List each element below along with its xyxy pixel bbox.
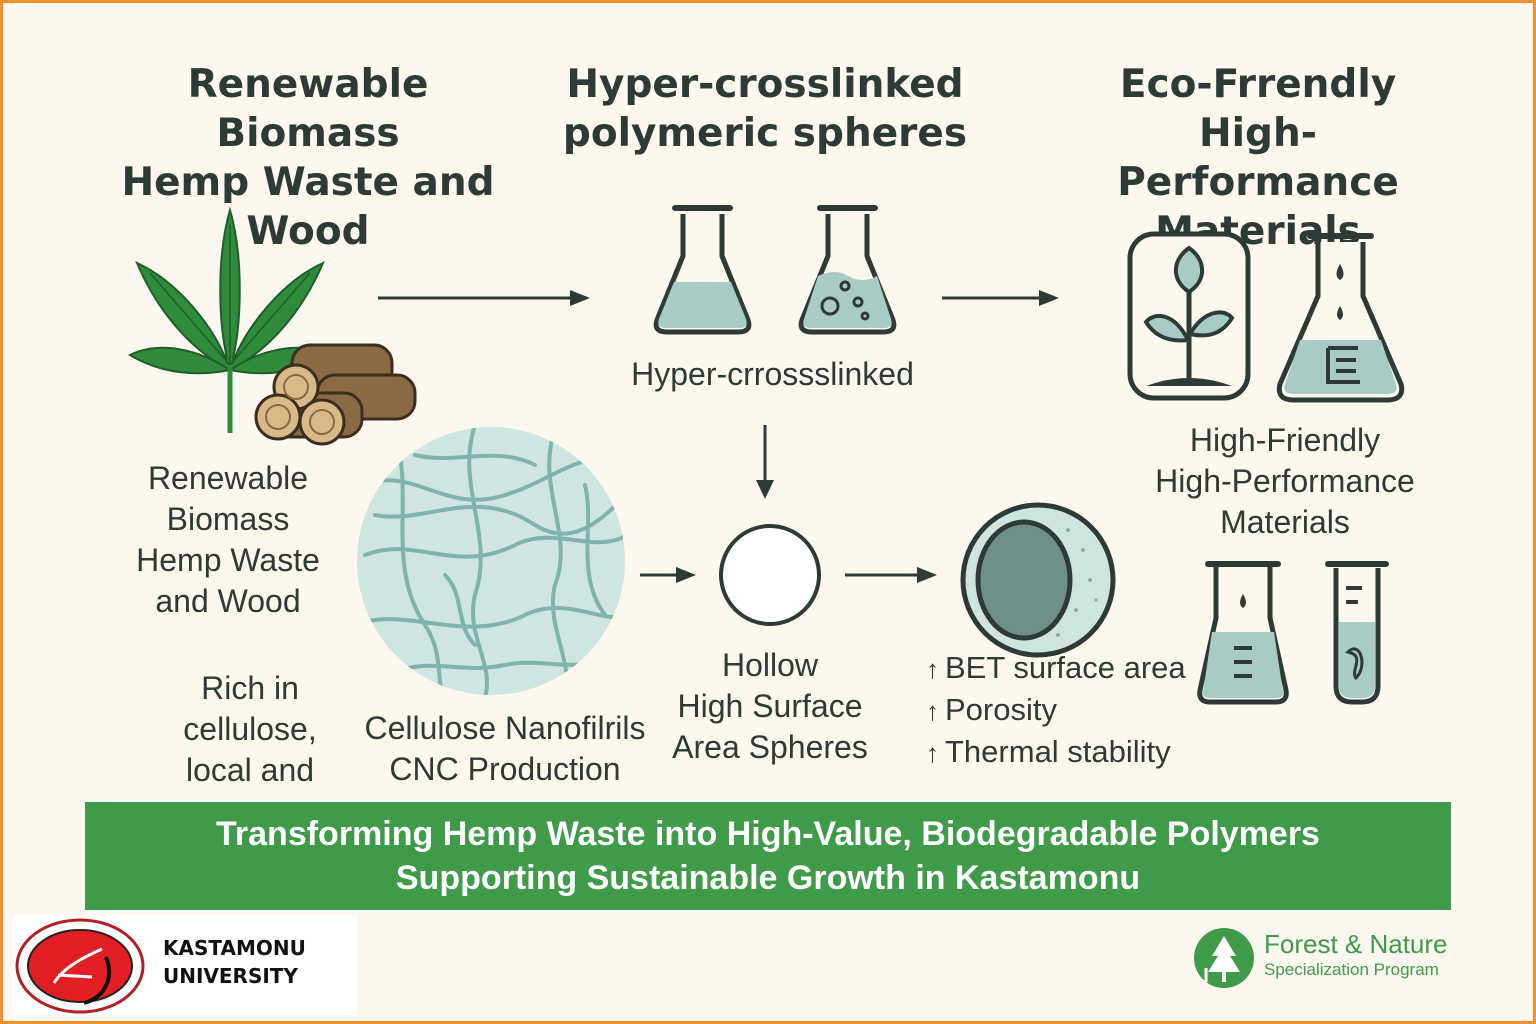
arrow-hollow-to-sphere — [845, 567, 937, 583]
property-bet: ↑BET surface area — [926, 650, 1186, 686]
materials-caption: High-Friendly High-Performance Materials — [1155, 422, 1415, 540]
program-title: Forest & Nature — [1264, 929, 1448, 959]
beaker-icon — [1197, 561, 1289, 705]
property-label: Porosity — [945, 692, 1057, 727]
plant-jar-icon — [1127, 231, 1251, 401]
hyper-caption: Hyper-crrossslinked — [631, 356, 914, 392]
cellulose-caption: Cellulose Nanofilrils CNC Production — [364, 710, 646, 787]
program-subtitle: Specialization Program — [1264, 960, 1439, 979]
biomass-heading: Renewable Biomass Hemp Waste and Wood — [121, 62, 495, 254]
polymer-heading: Hyper-crosslinked polymeric spheres — [562, 62, 968, 156]
flask-icon — [653, 205, 752, 335]
up-arrow-icon: ↑ — [926, 738, 939, 768]
banner-line-1: Transforming Hemp Waste into High-Value,… — [216, 815, 1320, 853]
cellulose-nanofibril-icon — [357, 427, 625, 695]
hollow-sphere-icon — [719, 524, 821, 626]
up-arrow-icon: ↑ — [926, 696, 939, 726]
test-tube-icon — [1325, 561, 1389, 705]
arrow-biomass-to-polymer — [378, 290, 590, 306]
flask-icon — [1276, 233, 1405, 403]
materials-heading: Eco-Frrendly High-Performance Materials — [1117, 62, 1399, 254]
arrow-cellulose-to-hollow — [640, 567, 696, 583]
biomass-caption: Renewable Biomass Hemp Waste and Wood — [136, 460, 320, 619]
flask-icon — [798, 205, 897, 335]
arrow-polymer-to-materials — [942, 290, 1059, 306]
tree-icon — [1194, 928, 1254, 988]
property-label: Thermal stability — [945, 734, 1171, 769]
university-name: KASTAMONU UNIVERSITY — [163, 936, 306, 988]
university-seal-icon — [15, 918, 145, 1014]
wood-logs-icon — [254, 343, 417, 446]
property-thermal: ↑Thermal stability — [926, 734, 1171, 770]
property-label: BET surface area — [945, 650, 1186, 685]
rich-caption: Rich in cellulose, local and — [183, 670, 317, 788]
property-porosity: ↑Porosity — [926, 692, 1057, 728]
up-arrow-icon: ↑ — [926, 654, 939, 684]
banner-line-2: Supporting Sustainable Growth in Kastamo… — [395, 859, 1141, 897]
hollow-caption: Hollow High Surface Area Spheres — [672, 647, 868, 765]
porous-sphere-icon — [960, 502, 1116, 658]
arrow-down-to-hollow — [756, 425, 774, 499]
banner: Transforming Hemp Waste into High-Value,… — [85, 802, 1451, 910]
